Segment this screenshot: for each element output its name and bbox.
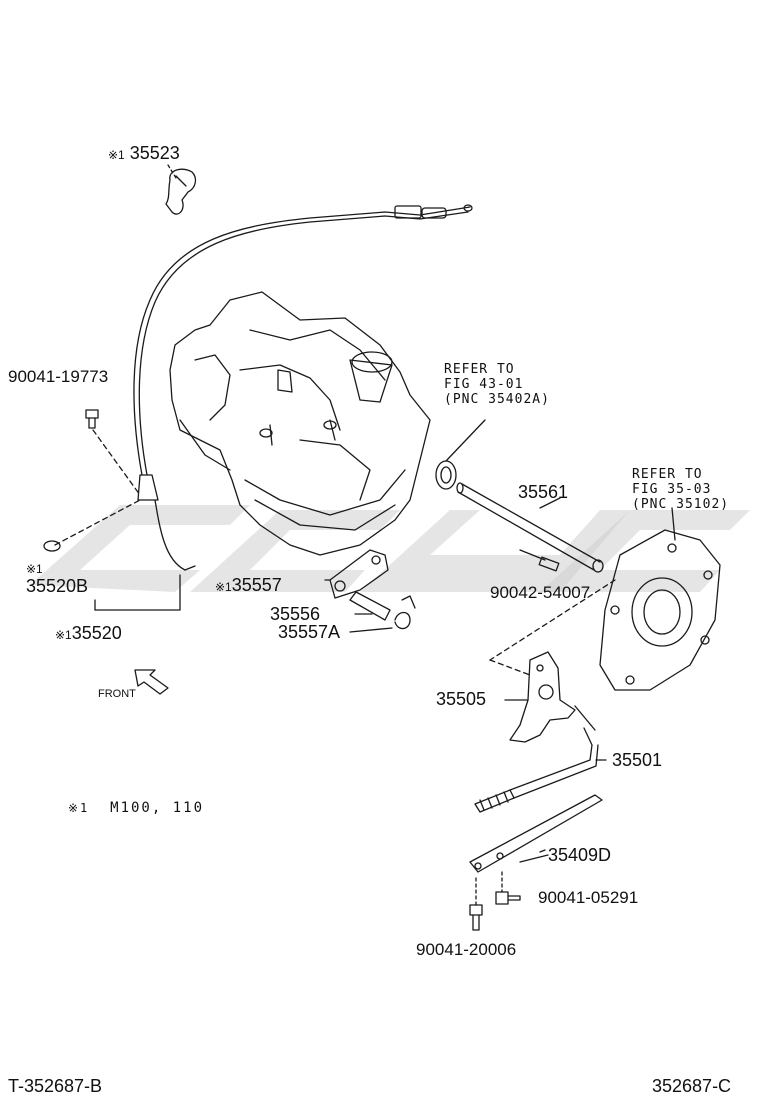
label-90041-20006: 90041-20006 <box>416 940 517 959</box>
shift-cable <box>133 204 473 571</box>
label-35505: 35505 <box>436 689 487 709</box>
refer-note-35-03: REFER TO FIG 35-03 (PNC 35102) <box>632 467 730 512</box>
label-35556: 35556 <box>270 604 321 624</box>
bolt-90041-19773 <box>85 409 99 429</box>
label-35520B: ※1 35520B <box>26 562 89 596</box>
applicability-note: ※1 M100, 110 <box>68 800 204 816</box>
label-35557A: 35557A <box>278 622 341 642</box>
label-90042-54007: 90042-54007 <box>490 583 591 602</box>
manual-shaft-35501 <box>474 727 607 813</box>
label-35409D: 35409D <box>548 845 612 865</box>
label-front: FRONT <box>98 688 136 700</box>
bolt-90041-05291 <box>495 871 521 905</box>
detent-plate-35505 <box>509 651 596 743</box>
shaft-35561 <box>456 482 604 573</box>
label-35557: ※135557 <box>215 575 282 595</box>
label-90041-05291: 90041-05291 <box>538 888 639 907</box>
washer-35520B <box>43 540 61 552</box>
label-35501: 35501 <box>612 750 663 770</box>
cable-clip-35523 <box>165 164 197 215</box>
label-35561: 35561 <box>518 482 569 502</box>
label-35523: ※1 35523 <box>108 143 180 163</box>
pin-90042-54007 <box>538 556 560 572</box>
leader-lines <box>54 429 616 676</box>
label-90041-19773: 90041-19773 <box>8 367 109 386</box>
footer-right-id: 352687-C <box>652 1076 732 1096</box>
oil-seal <box>435 419 486 490</box>
refer-note-43-01: REFER TO FIG 43-01 (PNC 35402A) <box>444 362 550 407</box>
lever-35557 <box>329 549 416 630</box>
spring-35409D <box>469 794 603 873</box>
bolt-90041-20006 <box>469 877 483 931</box>
callout-lines <box>94 549 549 863</box>
case-cover <box>599 507 721 691</box>
label-35520: ※135520 <box>55 623 122 643</box>
transaxle-housing <box>169 291 431 556</box>
footer-left-id: T-352687-B <box>8 1076 103 1096</box>
front-arrow-icon <box>134 669 169 695</box>
watermark-logo <box>30 505 750 592</box>
